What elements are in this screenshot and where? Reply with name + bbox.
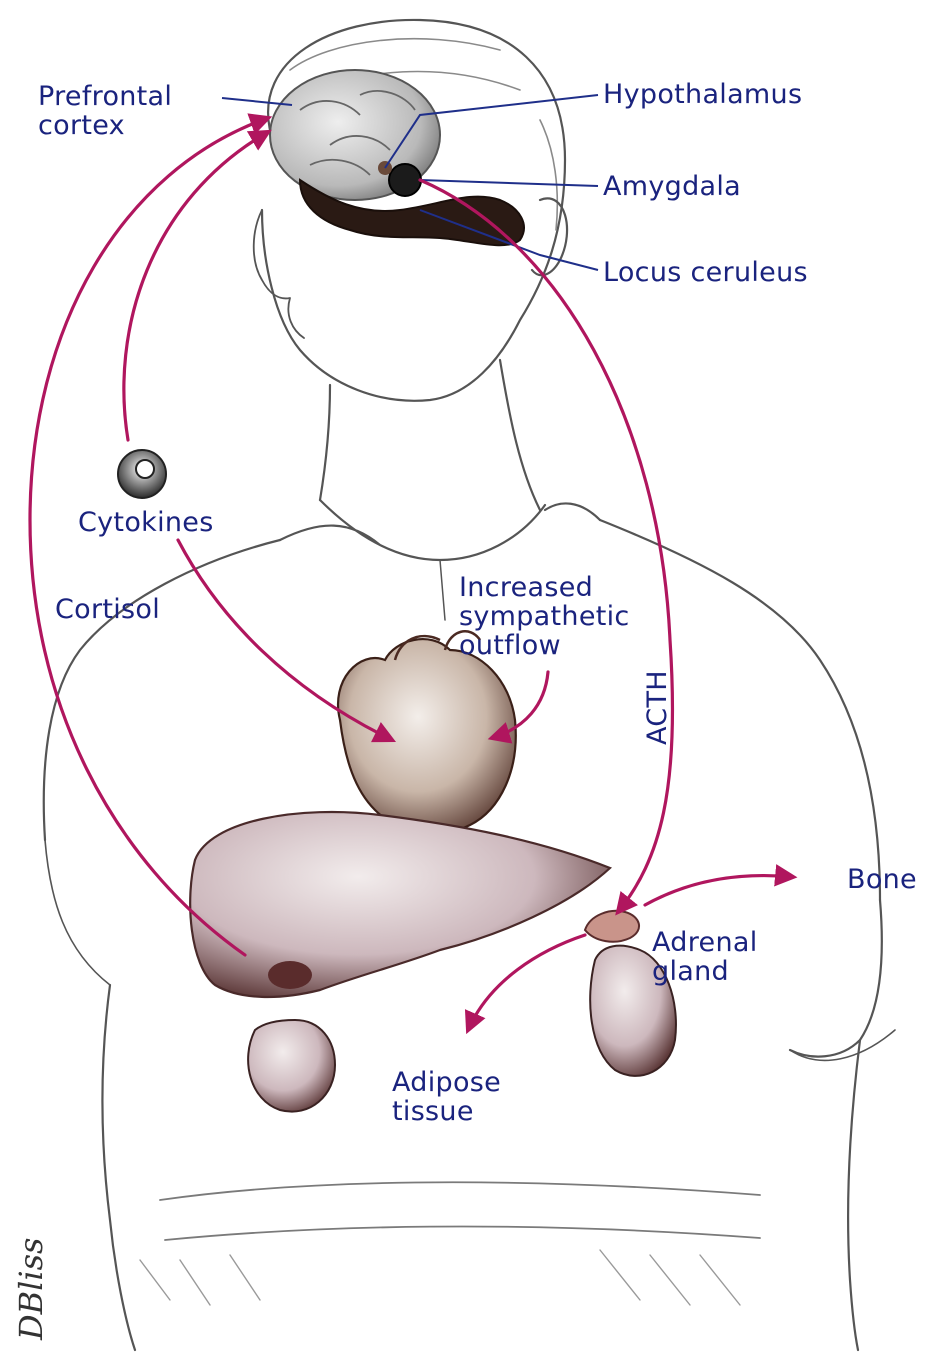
label-increased-sympathetic-outflow: Increased sympathetic outflow [459, 573, 630, 660]
torso-right [848, 1040, 860, 1350]
label-adipose-tissue: Adipose tissue [392, 1068, 501, 1126]
adrenal-gland-shape [585, 911, 639, 942]
arrow-to-bone [645, 876, 793, 905]
label-locus-ceruleus: Locus ceruleus [603, 258, 808, 287]
hatching [140, 1250, 740, 1305]
artist-signature: DBliss [12, 1238, 50, 1340]
waistband [160, 1182, 760, 1240]
label-adrenal-gland: Adrenal gland [652, 928, 758, 986]
arrow-cytokines-to-cortex [124, 132, 268, 440]
label-prefrontal-cortex: Prefrontal cortex [38, 82, 172, 140]
neck [320, 360, 540, 510]
face-profile [254, 210, 304, 338]
liver-shape [190, 812, 610, 997]
amygdala-node [389, 164, 421, 196]
collar [280, 500, 600, 560]
arrow-to-adipose [468, 935, 585, 1030]
shirt-buttons [440, 560, 445, 620]
heart-shape [338, 639, 516, 833]
torso-left [103, 985, 136, 1350]
liver-illustration [190, 812, 610, 997]
sleeve-left [45, 840, 110, 985]
cytokine-cell [118, 450, 166, 498]
label-acth: ACTH [643, 670, 672, 745]
label-hypothalamus: Hypothalamus [603, 80, 802, 109]
leader-amygdala [420, 180, 598, 186]
label-bone: Bone [847, 865, 917, 894]
label-amygdala: Amygdala [603, 172, 741, 201]
heart-illustration [338, 631, 516, 833]
label-cortisol: Cortisol [55, 595, 160, 624]
sleeve-right [790, 900, 882, 1057]
label-cytokines: Cytokines [78, 508, 214, 537]
